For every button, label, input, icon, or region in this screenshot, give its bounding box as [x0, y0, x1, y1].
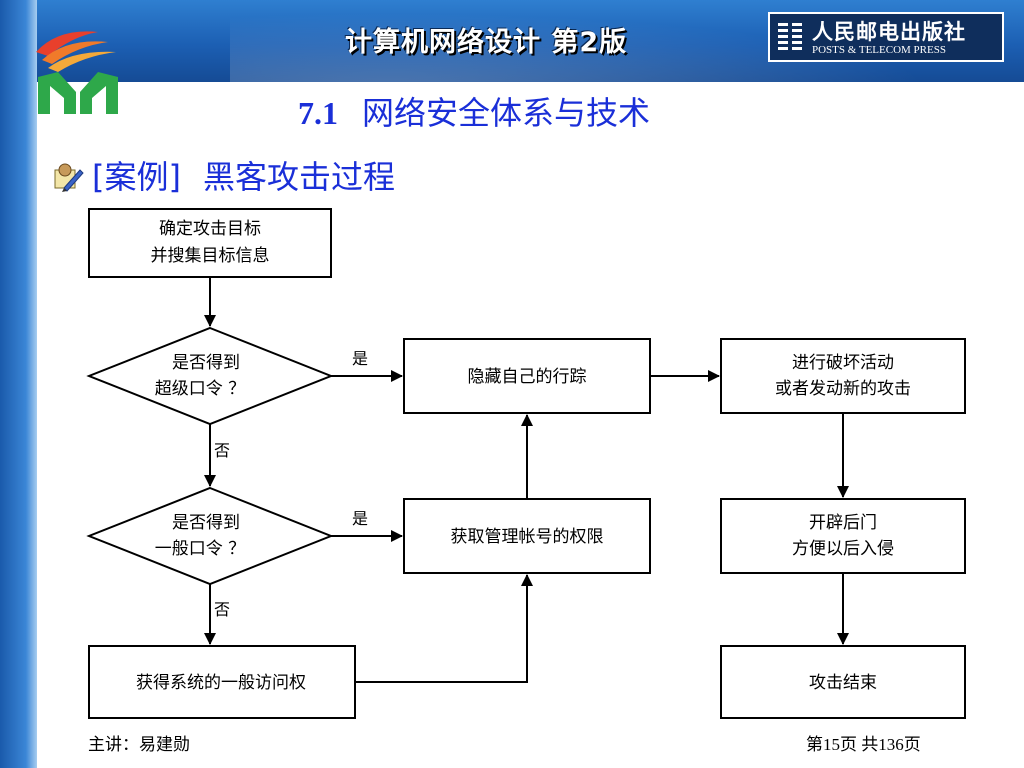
edge-access-to-admin — [355, 574, 533, 683]
publisher-name-cn: 人民邮电出版社 — [812, 19, 966, 44]
course-title: 计算机网络设计 第2版 — [345, 27, 628, 58]
edge-label-no-1: 否 — [214, 441, 230, 460]
content-corner — [37, 120, 337, 150]
node-admin-text: 获取管理帐号的权限 — [451, 527, 604, 547]
section-title-text: 网络安全体系与技术 — [362, 95, 651, 131]
college-logo-icon — [36, 31, 118, 114]
node-super-password-diamond — [86, 326, 334, 426]
case-title: [案例] 黑客攻击过程 — [92, 152, 395, 198]
node-backdoor-line1: 开辟后门 — [809, 513, 877, 533]
left-band — [0, 0, 37, 768]
footer-lecturer: 主讲：易建勋 — [88, 735, 190, 754]
node-hide-box — [403, 338, 651, 414]
node-normal-password-diamond — [86, 486, 334, 586]
pencil-person-icon — [54, 163, 84, 192]
title-tab — [258, 82, 1024, 140]
node-super-password-line1: 是否得到 — [172, 353, 240, 373]
node-target-line2: 并搜集目标信息 — [151, 246, 270, 266]
node-super-password-line2: 超级口令 ？ — [155, 379, 245, 399]
edge-label-yes-1: 是 — [352, 349, 368, 368]
section-title: 7.1 网络安全体系与技术 — [298, 88, 650, 134]
node-normal-password-line1: 是否得到 — [172, 513, 240, 533]
node-destroy-line2: 或者发动新的攻击 — [775, 379, 911, 399]
case-bracket: [案例] — [92, 158, 181, 196]
section-number: 7.1 — [298, 95, 338, 131]
node-backdoor-line2: 方便以后入侵 — [792, 539, 894, 559]
node-target-box — [88, 208, 332, 278]
node-backdoor-box — [720, 498, 966, 574]
publisher-logo-icon — [778, 22, 802, 52]
publisher-name-en: POSTS & TELECOM PRESS — [812, 44, 946, 56]
node-destroy-box — [720, 338, 966, 414]
node-access-text: 获得系统的一般访问权 — [136, 673, 306, 693]
publisher-badge: 人民邮电出版社 POSTS & TELECOM PRESS — [768, 12, 1004, 62]
node-admin-box — [403, 498, 651, 574]
edge-label-yes-2: 是 — [352, 509, 368, 528]
node-normal-password-line2: 一般口令 ？ — [155, 539, 245, 559]
node-end-box — [720, 645, 966, 719]
node-target-line1: 确定攻击目标 — [159, 219, 261, 239]
node-destroy-line1: 进行破坏活动 — [792, 353, 894, 373]
edge-label-no-2: 否 — [214, 600, 230, 619]
node-hide-text: 隐藏自己的行踪 — [468, 367, 587, 387]
footer-page-number: 第15页 共136页 — [806, 735, 921, 754]
node-access-box — [88, 645, 356, 719]
node-end-text: 攻击结束 — [809, 673, 877, 693]
case-title-text: 黑客攻击过程 — [202, 158, 395, 196]
